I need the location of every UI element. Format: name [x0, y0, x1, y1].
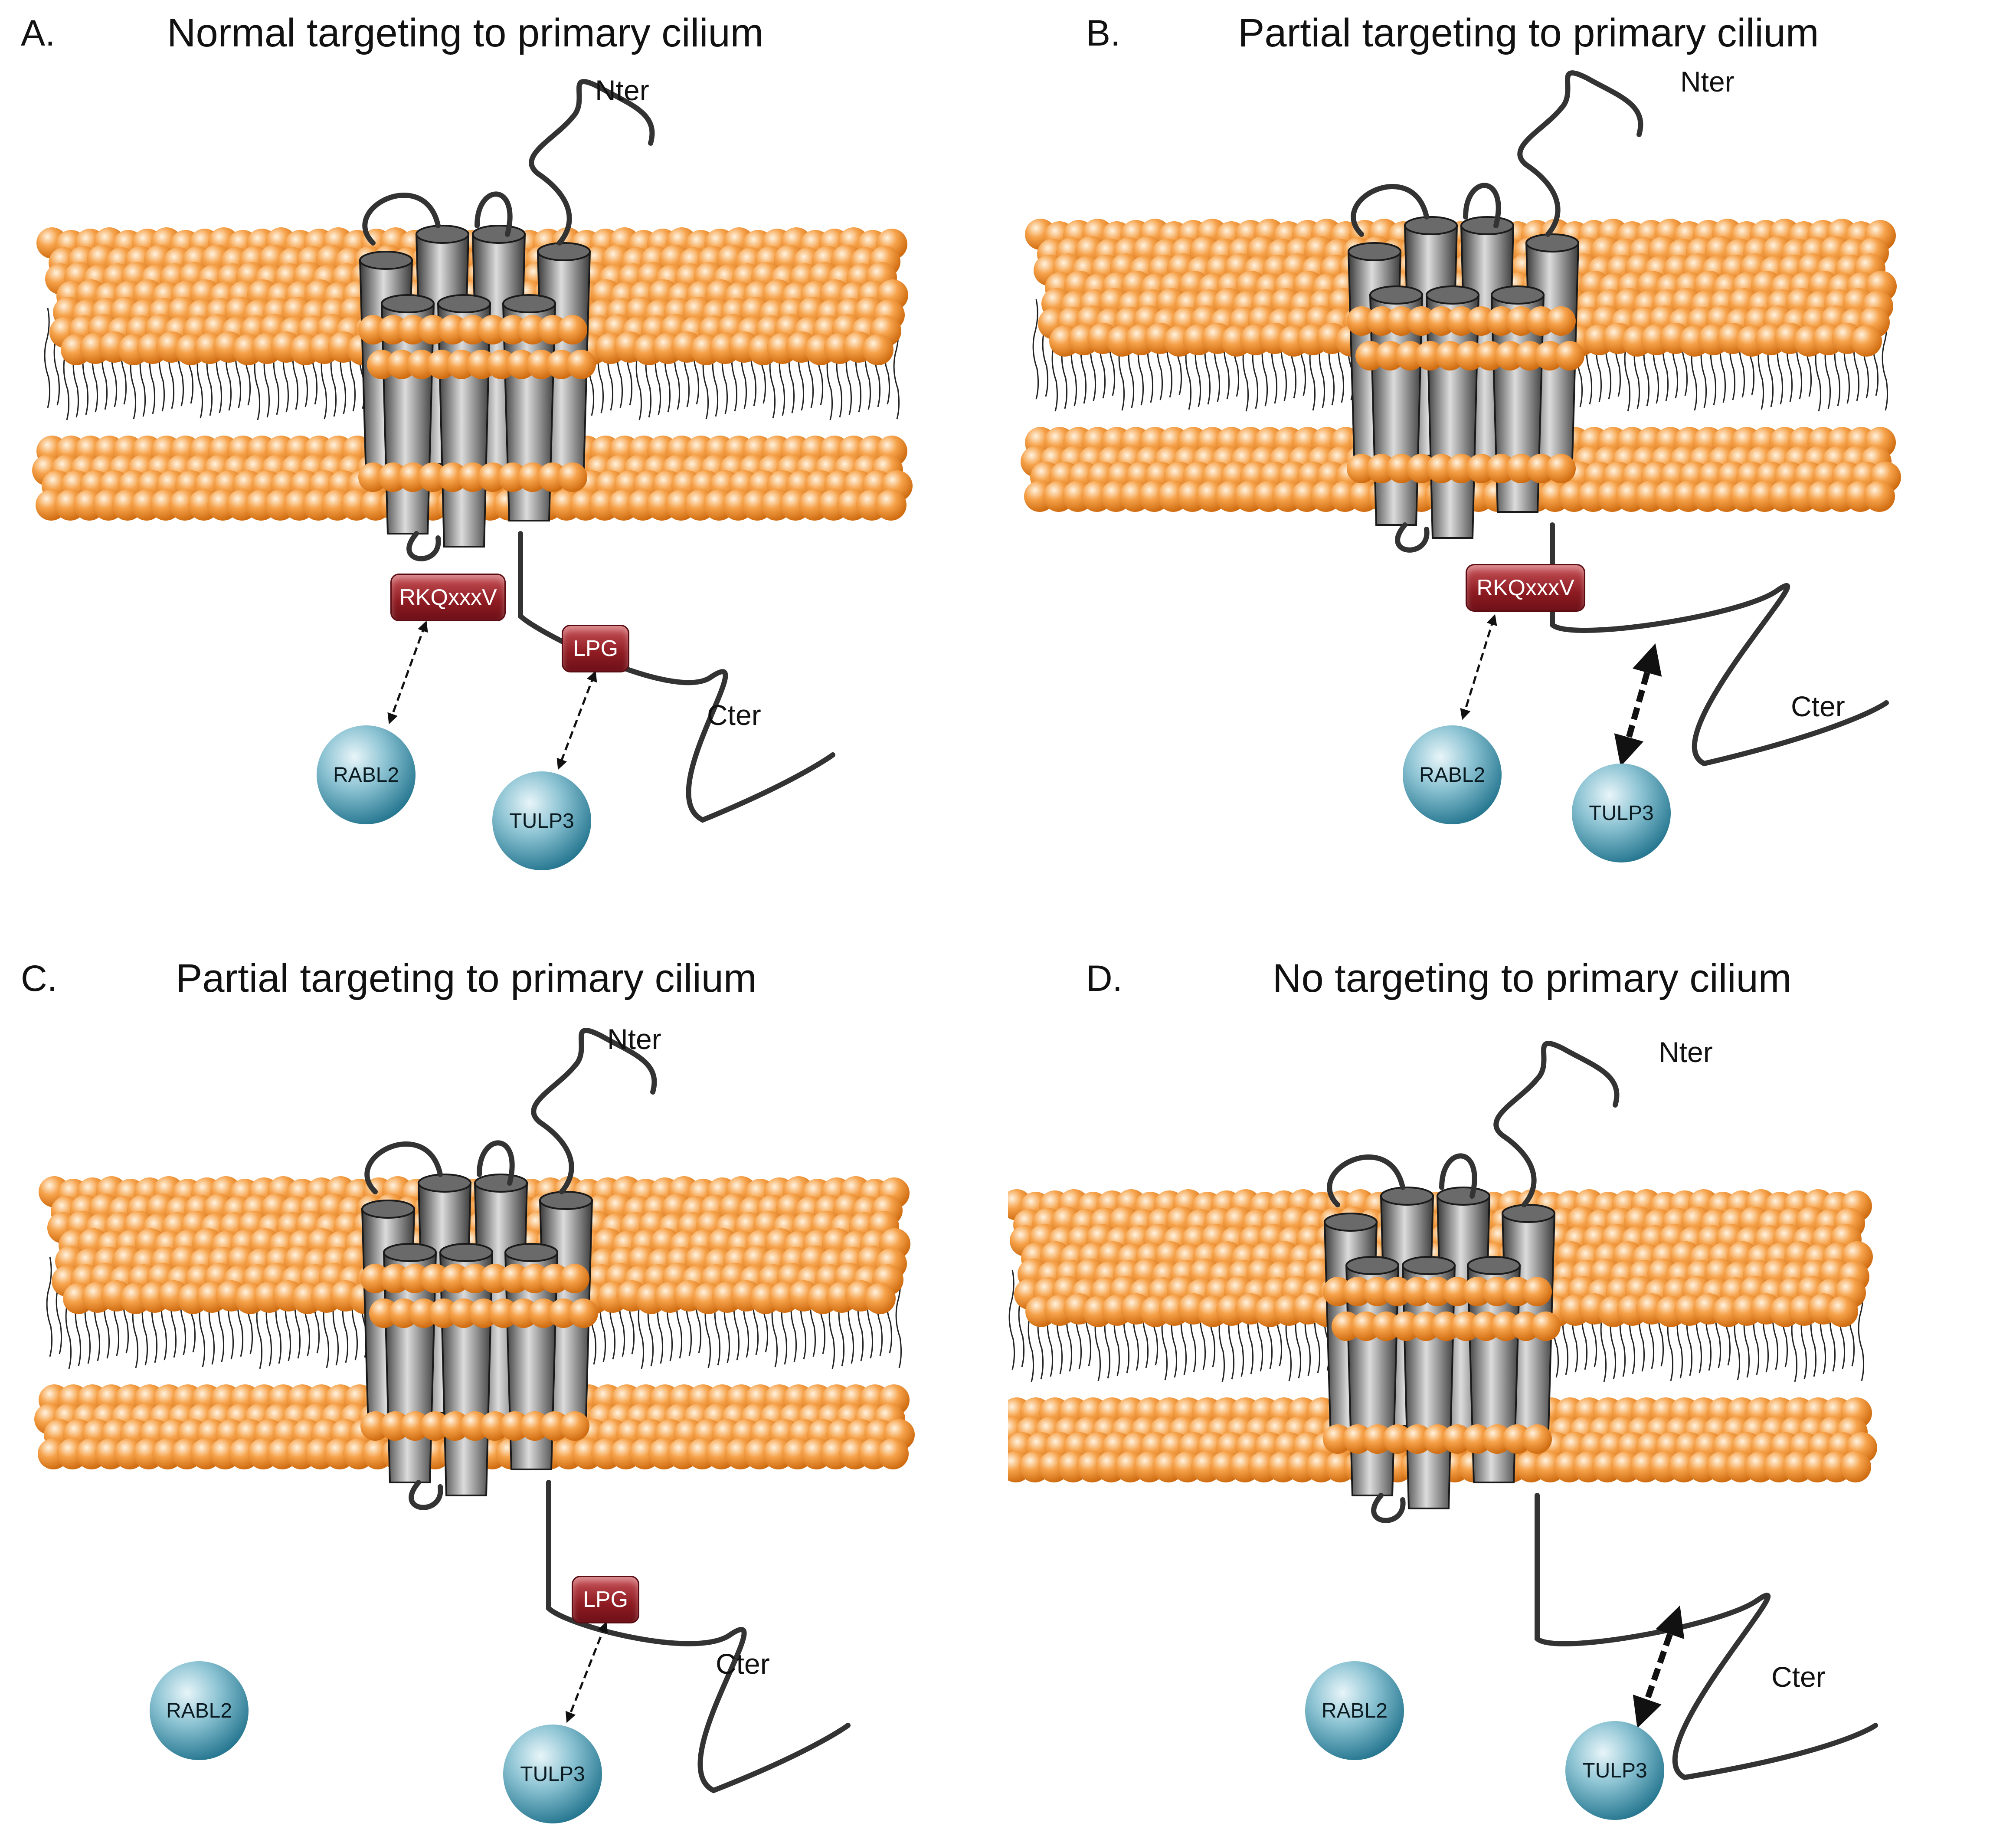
membrane-diagram-a — [32, 79, 913, 823]
panel-letter: D. — [1086, 958, 1123, 999]
lpg-tulp3-arrow — [565, 1621, 608, 1723]
tulp3-protein: TULP3 — [1565, 1721, 1664, 1820]
c-terminus-label: Cter — [716, 1648, 770, 1680]
membrane-group — [1008, 1041, 1878, 1780]
lipid-heads-front — [1347, 306, 1584, 483]
panel-a: A. Normal targeting to primary cilium Nt… — [0, 0, 1008, 923]
interaction-arrows — [1460, 614, 1662, 767]
rkqxxxv-motif: RKQxxxV — [390, 574, 506, 621]
lipid-heads-front — [360, 1264, 598, 1441]
c-terminus-label: Cter — [1771, 1661, 1826, 1693]
rkq-rabl2-arrow — [1460, 614, 1497, 720]
rkqxxxv-motif: RKQxxxV — [1466, 564, 1585, 612]
panel-title: Partial targeting to primary cilium — [176, 956, 757, 1000]
receptor-loops — [1351, 70, 1889, 767]
n-terminus-label: Nter — [1659, 1036, 1713, 1068]
panel-letter: A. — [21, 13, 56, 53]
n-terminus-label: Nter — [1680, 66, 1735, 98]
membrane-diagram-c — [34, 1028, 915, 1794]
panel-letter: B. — [1086, 13, 1121, 53]
rabl2-protein: RABL2 — [1403, 725, 1502, 824]
rkq-rabl2-arrow — [387, 620, 428, 725]
rabl2-protein: RABL2 — [150, 1661, 249, 1760]
lipid-heads-front — [358, 315, 596, 492]
rabl2-protein: RABL2 — [1305, 1661, 1404, 1760]
interaction-arrows — [565, 1621, 608, 1723]
panel-title: No targeting to primary cilium — [1273, 956, 1792, 1000]
membrane-diagram-d — [1008, 1041, 1878, 1780]
panel-title: Normal targeting to primary cilium — [167, 11, 764, 55]
lpg-motif: LPG — [562, 625, 629, 672]
panel-d: D. No targeting to primary cilium Nter C… — [1008, 923, 2016, 1846]
panel-b: B. Partial targeting to primary cilium N… — [1008, 0, 2016, 923]
n-terminus-label: Nter — [607, 1023, 661, 1055]
tulp3-protein: TULP3 — [492, 771, 591, 870]
tail-tulp3-arrow — [1614, 643, 1662, 767]
panel-letter: C. — [21, 958, 57, 999]
panel-title: Partial targeting to primary cilium — [1238, 11, 1819, 55]
tulp3-protein: TULP3 — [503, 1725, 602, 1823]
lipid-heads-front — [1323, 1277, 1561, 1454]
c-terminus-label: Cter — [1791, 690, 1845, 722]
receptor-loops — [364, 1028, 851, 1794]
interaction-arrows — [387, 620, 597, 770]
membrane-group — [1021, 70, 1901, 767]
lpg-tulp3-arrow — [556, 670, 597, 770]
panel-c: C. Partial targeting to primary cilium N… — [0, 923, 1008, 1846]
n-terminus-label: Nter — [595, 74, 649, 106]
membrane-group — [32, 79, 913, 823]
membrane-group — [34, 1028, 915, 1794]
lpg-motif: LPG — [572, 1576, 639, 1623]
tulp3-protein: TULP3 — [1572, 764, 1671, 862]
c-terminus-label: Cter — [707, 699, 761, 731]
rabl2-protein: RABL2 — [317, 725, 416, 824]
membrane-diagram-b — [1021, 70, 1901, 767]
